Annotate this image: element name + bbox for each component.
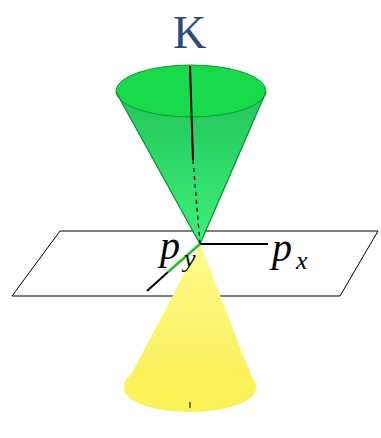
axis-symbol: p [272,228,292,268]
axis-symbol: p [160,226,180,266]
lower-cone-base [124,361,256,411]
px-axis [200,243,268,245]
title: K [173,10,206,56]
lower-cone [124,244,256,412]
axis-subscript: x [296,248,308,274]
energy-axis [190,66,193,160]
axis-subscript: y [184,246,196,272]
